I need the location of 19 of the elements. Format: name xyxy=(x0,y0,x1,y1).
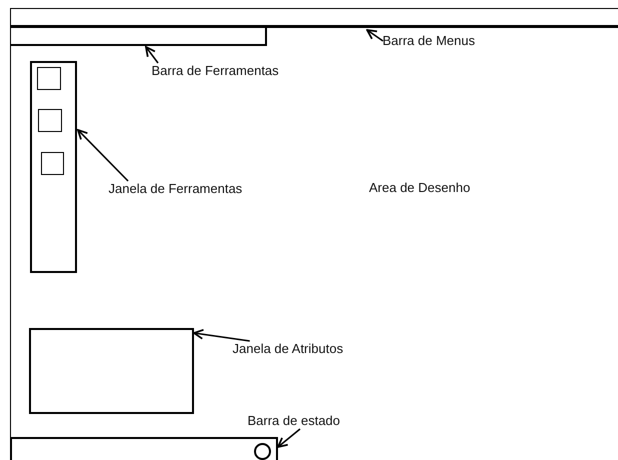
leader-arrow xyxy=(366,29,384,42)
leader-arrow xyxy=(277,428,301,448)
callout-text: Janela de Ferramentas xyxy=(108,180,242,196)
toolbar xyxy=(10,26,266,46)
tool-slot xyxy=(36,66,60,90)
callout-text: Barra de Ferramentas xyxy=(152,62,279,78)
leader-arrow xyxy=(193,328,250,342)
status-indicator xyxy=(254,442,270,460)
leader-arrow xyxy=(77,129,129,182)
area-label: Area de Desenho xyxy=(369,180,470,196)
leader-arrow xyxy=(145,46,159,64)
callout-text: Barra de Menus xyxy=(382,32,475,48)
window-panel xyxy=(30,60,76,272)
tool-slot xyxy=(40,152,64,174)
tool-slot xyxy=(38,108,62,132)
callout-text: Barra de estado xyxy=(248,412,340,428)
callout-text: Janela de Atributos xyxy=(232,340,344,356)
window-panel xyxy=(28,328,194,414)
window-frame xyxy=(10,8,618,460)
